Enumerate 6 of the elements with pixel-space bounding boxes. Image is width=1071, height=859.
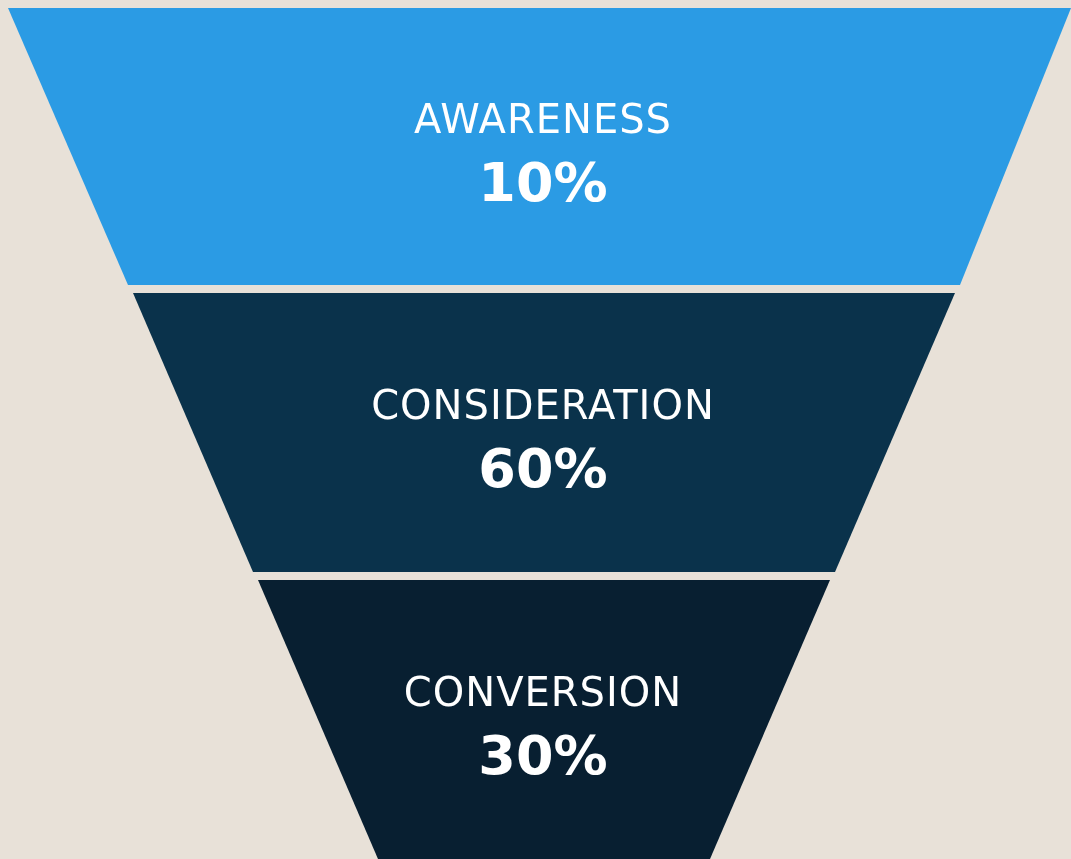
stage-percentage: 60%: [478, 438, 608, 499]
stage-percentage: 30%: [478, 725, 608, 786]
stage-label: CONVERSION: [403, 667, 683, 716]
stage-label: AWARENESS: [414, 94, 672, 143]
stage-percentage: 10%: [478, 152, 608, 213]
stage-label: CONSIDERATION: [371, 380, 715, 429]
